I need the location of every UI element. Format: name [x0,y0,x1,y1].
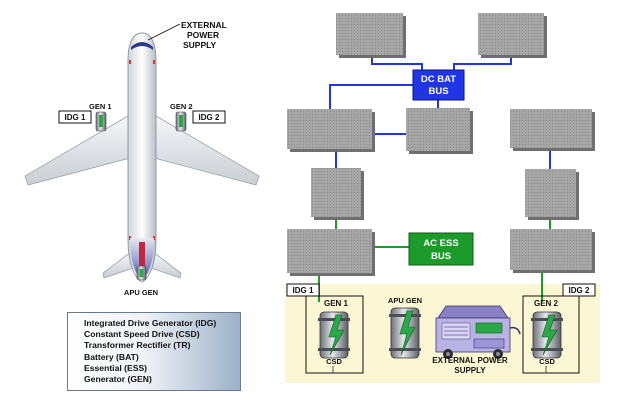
component-box [287,229,375,276]
gen1-generator-icon [318,311,350,359]
aircraft-idg2-label: IDG 2 [199,113,220,122]
idg2-tag [562,283,596,297]
dc-bat-bus-box [412,69,465,101]
ac-ess-bus-box [408,232,474,266]
component-box [510,229,595,273]
component-box [406,108,473,154]
dc-wiring [329,58,551,169]
aircraft-idg1-box [58,110,92,124]
csd1-label: CSD [326,357,342,366]
csd2-label: CSD [539,357,555,366]
apu-generator-icon [389,307,421,359]
ac-ess-bus-label: BUS [431,251,451,262]
fuselage [127,32,157,283]
legend-item: Transformer Rectifier (TR) [84,340,191,351]
component-box [510,109,595,151]
apu-gen-label: APU GEN [388,296,422,305]
legend-item: Constant Speed Drive (CSD) [84,329,200,340]
idg2-frame [522,295,580,374]
aircraft-external-power-label: POWER [187,30,219,40]
ground-power-cart-icon [435,305,521,359]
tail-red-stripe [139,242,145,272]
legend-item: Essential (ESS) [84,362,148,373]
idg1-frame [305,295,364,374]
aircraft-external-power-label: SUPPLY [183,40,217,50]
idg2-tag-label: IDG 2 [569,286,590,295]
ac-ess-bus-label: AC ESS [423,238,458,249]
legend-item: Integrated Drive Generator (IDG) [84,318,217,328]
aircraft-apu-gen-label: APU GEN [124,288,158,297]
left-stabilizer [102,251,134,279]
legend-item: Battery (BAT) [84,351,139,362]
right-wing [153,115,260,186]
aircraft-gen1-label: GEN 1 [89,102,112,111]
gen2-icon [179,115,183,127]
aircraft-idg2-box [192,110,226,124]
component-box [525,169,579,220]
ext-power-label: SUPPLY [454,366,486,375]
legend-item: Generator (GEN) [84,374,152,385]
component-box [336,13,406,58]
door-mark [153,60,155,64]
idg1-tag-label: IDG 1 [293,286,314,295]
external-power-pointer [147,23,181,41]
apu-generator-core [139,269,144,277]
cockpit-window [131,42,153,50]
aircraft-external-power-label: EXTERNAL [181,20,227,30]
aircraft-idg1-label: IDG 1 [65,113,86,122]
component-box [311,168,364,220]
component-box [287,109,375,152]
gen2-label: GEN 2 [534,299,559,308]
gen2-generator-icon [531,311,563,359]
gen1-icon [99,115,103,127]
door-mark [129,60,131,64]
component-box [478,13,547,58]
dc-bat-bus-label: DC BAT [421,74,456,85]
ext-power-label: EXTERNAL POWER [432,356,508,365]
right-stabilizer [150,251,182,279]
dc-bat-bus-label: BUS [428,86,448,97]
left-wing [24,115,131,186]
idg1-tag [286,283,320,297]
gen1-label: GEN 1 [324,299,349,308]
aircraft-gen2-label: GEN 2 [170,102,193,111]
aircraft-illustration [24,23,260,283]
abbreviation-legend: Integrated Drive Generator (IDG) Constan… [67,312,241,391]
